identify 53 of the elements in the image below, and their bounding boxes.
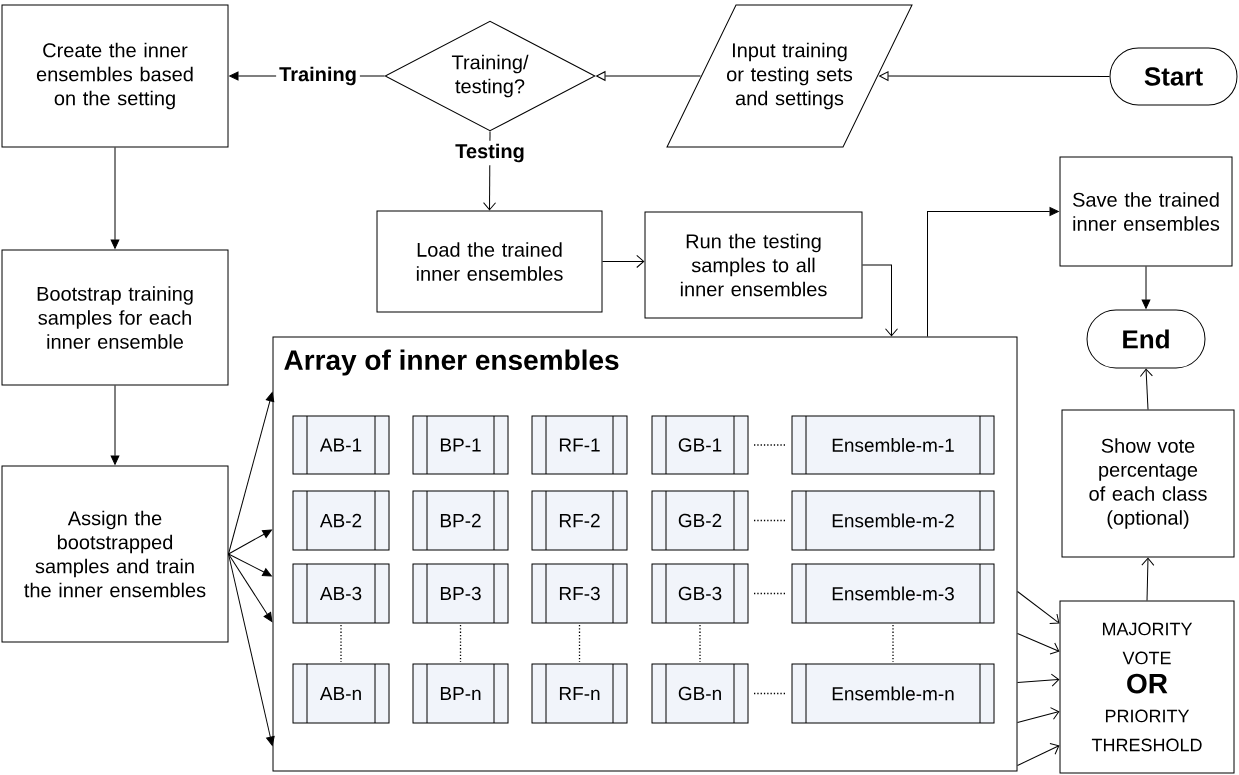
ensemble-box: GB-2 bbox=[651, 490, 749, 551]
arrow bbox=[228, 529, 272, 555]
arrow bbox=[879, 71, 1110, 81]
process-box: Assign the bootstrapped samples and train the inner ensembles bbox=[1, 465, 229, 643]
arrow bbox=[1017, 633, 1060, 655]
arrow bbox=[1017, 673, 1060, 687]
ensemble-box: AB-2 bbox=[292, 490, 390, 551]
process-box: Show vote percentage of each class (optional) bbox=[1061, 409, 1235, 558]
process-box: Save the trained inner ensembles bbox=[1059, 156, 1233, 267]
ensemble-box: BP-2 bbox=[412, 490, 509, 551]
process-box: Create the inner ensembles based on the setting bbox=[1, 4, 229, 148]
ensemble-box: AB-3 bbox=[292, 563, 390, 624]
arrow bbox=[862, 264, 898, 337]
arrow bbox=[1141, 557, 1155, 601]
process-box: Load the trained inner ensembles bbox=[376, 210, 603, 313]
ensemble-box: Ensemble-m-3 bbox=[791, 563, 995, 624]
arrow bbox=[228, 553, 273, 622]
arrow bbox=[1141, 266, 1151, 309]
arrow bbox=[228, 392, 275, 555]
ensemble-box: BP-1 bbox=[412, 415, 509, 475]
arrow bbox=[1017, 707, 1060, 723]
arrow bbox=[1017, 742, 1060, 766]
terminal-box: Start bbox=[1109, 47, 1238, 106]
ensemble-box: AB-n bbox=[292, 663, 390, 724]
ensemble-box: RF-2 bbox=[531, 490, 628, 551]
ensemble-box: RF-n bbox=[531, 663, 628, 724]
input-parallelogram: Input training or testing sets and settings bbox=[666, 4, 913, 148]
process-box: Run the testing samples to all inner ensembles bbox=[644, 211, 863, 319]
arrow bbox=[110, 385, 120, 465]
arrow bbox=[110, 147, 120, 249]
ensemble-box: RF-1 bbox=[531, 415, 628, 475]
ensemble-box: GB-n bbox=[651, 663, 749, 724]
arrow bbox=[602, 255, 645, 268]
ensemble-box: Ensemble-m-1 bbox=[791, 415, 995, 475]
ensemble-box: Ensemble-m-n bbox=[791, 663, 995, 724]
ensemble-box: Ensemble-m-2 bbox=[791, 490, 995, 551]
ensemble-box: GB-1 bbox=[651, 415, 749, 475]
terminal-box: End bbox=[1086, 309, 1206, 369]
ensemble-box: GB-3 bbox=[651, 563, 749, 624]
ensemble-box: RF-3 bbox=[531, 563, 628, 624]
ensemble-box: BP-3 bbox=[412, 563, 509, 624]
ensemble-box: BP-n bbox=[412, 663, 509, 724]
process-box: Bootstrap training samples for each inner ensemble bbox=[1, 249, 229, 386]
arrow bbox=[1139, 368, 1153, 410]
arrow bbox=[927, 207, 1059, 337]
process-box: MAJORITY VOTE OR PRIORITY THRESHOLD bbox=[1059, 600, 1235, 774]
arrow bbox=[1017, 591, 1060, 625]
arrow bbox=[228, 553, 275, 746]
arrow bbox=[228, 553, 272, 577]
ensemble-box: AB-1 bbox=[292, 415, 390, 475]
edge-label: Testing bbox=[452, 140, 528, 166]
arrow bbox=[596, 71, 701, 81]
edge-label: Training bbox=[276, 63, 360, 89]
